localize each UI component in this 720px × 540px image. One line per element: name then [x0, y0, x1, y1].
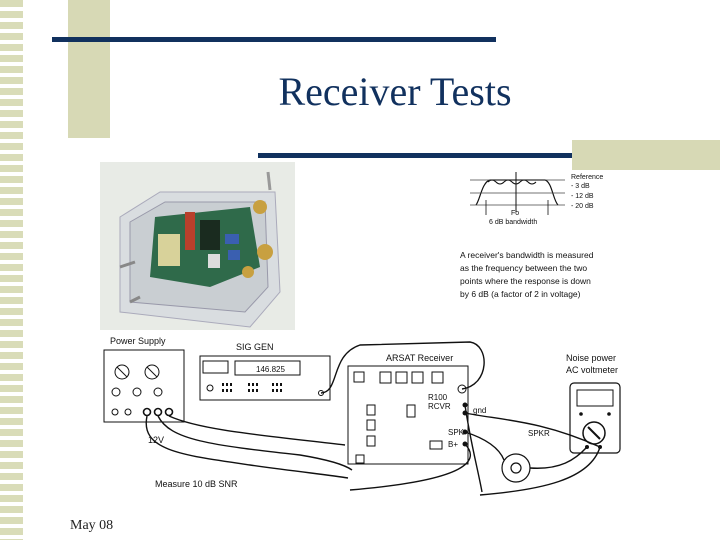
legend-12db: - 12 dB [571, 193, 594, 200]
voltage-label: 12V [148, 435, 164, 445]
sig-gen-label: SIG GEN [236, 342, 274, 352]
receiver-model: R100 [428, 393, 448, 402]
power-supply [103, 349, 185, 423]
sig-gen-display: 146.825 [256, 365, 285, 374]
gnd-label: gnd [473, 406, 486, 415]
legend-20db: - 20 dB [571, 203, 594, 210]
legend-3db: - 3 dB [571, 183, 590, 190]
decorative-block-left [68, 0, 110, 138]
measure-note: Measure 10 dB SNR [155, 479, 238, 489]
speaker [501, 453, 531, 483]
bandwidth-curve-plot [470, 172, 565, 215]
voltmeter-label-2: AC voltmeter [566, 365, 618, 375]
receiver-box [347, 365, 469, 465]
power-supply-label: Power Supply [110, 336, 166, 346]
fo-label: Fo [511, 210, 519, 217]
legend-reference: Reference [571, 174, 603, 181]
slide-title: Receiver Tests [278, 69, 512, 114]
b-plus-label: B+ [448, 440, 458, 449]
description-line-3: points where the response is down [460, 276, 591, 286]
voltmeter-label-1: Noise power [566, 353, 616, 363]
speaker-label: SPKR [528, 429, 550, 438]
decorative-stripes [0, 0, 23, 540]
description-line-4: by 6 dB (a factor of 2 in voltage) [460, 289, 581, 299]
bandwidth-label: 6 dB bandwidth [489, 219, 537, 226]
slide-footer-date: May 08 [70, 518, 114, 533]
decorative-block-right [572, 140, 720, 170]
spk-terminal-label: SPK [448, 428, 465, 437]
title-rule [52, 37, 496, 42]
description-line-1: A receiver's bandwidth is measured [460, 250, 594, 260]
content-rule [258, 153, 720, 158]
receiver-sub: RCVR [428, 402, 451, 411]
receiver-photo [100, 162, 295, 330]
ac-voltmeter [569, 382, 621, 454]
receiver-title: ARSAT Receiver [386, 353, 453, 363]
wiring [145, 341, 601, 496]
signal-generator [199, 355, 331, 401]
description-line-2: as the frequency between the two [460, 263, 587, 273]
